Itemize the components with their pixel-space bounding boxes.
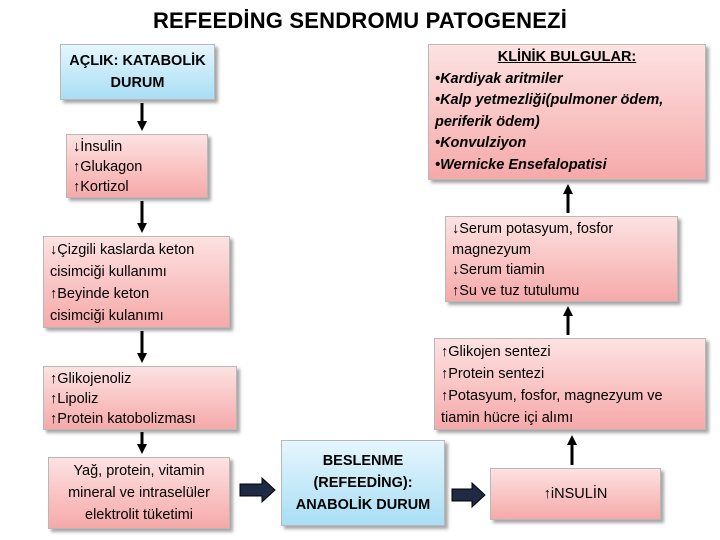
depletion-box: Yağ, protein, vitamin mineral ve intrase… — [48, 457, 230, 529]
clinical-item: periferik ödem) — [435, 113, 540, 130]
refeeding-box: BESLENME (REFEEDİNG): ANABOLİK DURUM — [281, 440, 445, 526]
clinical-item: •Konvulziyon — [435, 135, 527, 151]
ketone-line-3: ↑Beyinde keton — [50, 286, 150, 302]
hormone-insulin: ↓İnsulin — [73, 139, 123, 155]
catabolism-glycogenolysis: ↑Glikojenoliz — [50, 371, 132, 387]
starvation-line-2: DURUM — [110, 75, 165, 91]
starvation-box: AÇLIK: KATABOLİK DURUM — [60, 44, 215, 100]
refeeding-line-1: BESLENME — [322, 453, 404, 469]
ketone-line-4: cisimciği kulanımı — [50, 308, 164, 324]
clinical-heading: KLİNİK BULGULAR: — [497, 49, 637, 65]
synthesis-glycogen: ↑Glikojen sentezi — [441, 344, 551, 360]
ketone-line-2: cisimciği kullanımı — [50, 264, 167, 280]
serum-line-2: magnezyum — [452, 241, 531, 258]
depletion-line-3: elektrolit tüketimi — [85, 507, 193, 523]
catabolism-lipolysis: ↑Lipoliz — [50, 391, 99, 407]
synthesis-thiamine: tiamin hücre içi alımı — [441, 410, 574, 426]
clinical-item: •Kardiyak aritmiler — [435, 70, 563, 87]
insulin-label: ↑iNSULİN — [543, 486, 608, 502]
serum-line-3: ↓Serum tiamin — [452, 262, 545, 278]
refeeding-line-3: ANABOLİK DURUM — [295, 497, 431, 513]
insulin-box: ↑iNSULİN — [490, 468, 661, 520]
serum-line-4: ↑Su ve tuz tutulumu — [452, 282, 580, 299]
starvation-line-1: AÇLIK: KATABOLİK — [69, 53, 206, 69]
hormone-glucagon: ↑Glukagon — [73, 159, 143, 175]
block-arrow-right-2 — [451, 481, 486, 509]
refeeding-line-2: (REFEEDİNG): — [313, 475, 413, 491]
clinical-box: KLİNİK BULGULAR: •Kardiyak aritmiler •Ka… — [428, 44, 706, 180]
hormones-box: ↓İnsulin ↑Glukagon ↑Kortizol — [66, 134, 208, 198]
clinical-item: •Wernicke Ensefalopatisi — [435, 156, 607, 173]
synthesis-protein: ↑Protein sentezi — [441, 366, 545, 382]
clinical-item: •Kalp yetmezliği(pulmoner ödem, — [435, 92, 664, 108]
synthesis-minerals: ↑Potasyum, fosfor, magnezyum ve — [441, 388, 663, 404]
serum-box: ↓Serum potasyum, fosfor magnezyum ↓Serum… — [445, 216, 678, 302]
depletion-line-1: Yağ, protein, vitamin — [73, 463, 205, 479]
catabolism-box: ↑Glikojenoliz ↑Lipoliz ↑Protein katoboli… — [43, 366, 237, 430]
block-arrow-right-1 — [239, 476, 276, 504]
catabolism-protein: ↑Protein katobolizması — [50, 411, 196, 427]
ketone-box: ↓Çizgili kaslarda keton cisimciği kullan… — [43, 236, 230, 328]
synthesis-box: ↑Glikojen sentezi ↑Protein sentezi ↑Pota… — [434, 338, 706, 430]
hormone-cortisol: ↑Kortizol — [73, 179, 129, 195]
page-title: REFEEDİNG SENDROMU PATOGENEZİ — [152, 8, 568, 33]
serum-line-1: ↓Serum potasyum, fosfor — [452, 221, 614, 237]
ketone-line-1: ↓Çizgili kaslarda keton — [50, 242, 195, 258]
depletion-line-2: mineral ve intraselüler — [68, 485, 210, 501]
